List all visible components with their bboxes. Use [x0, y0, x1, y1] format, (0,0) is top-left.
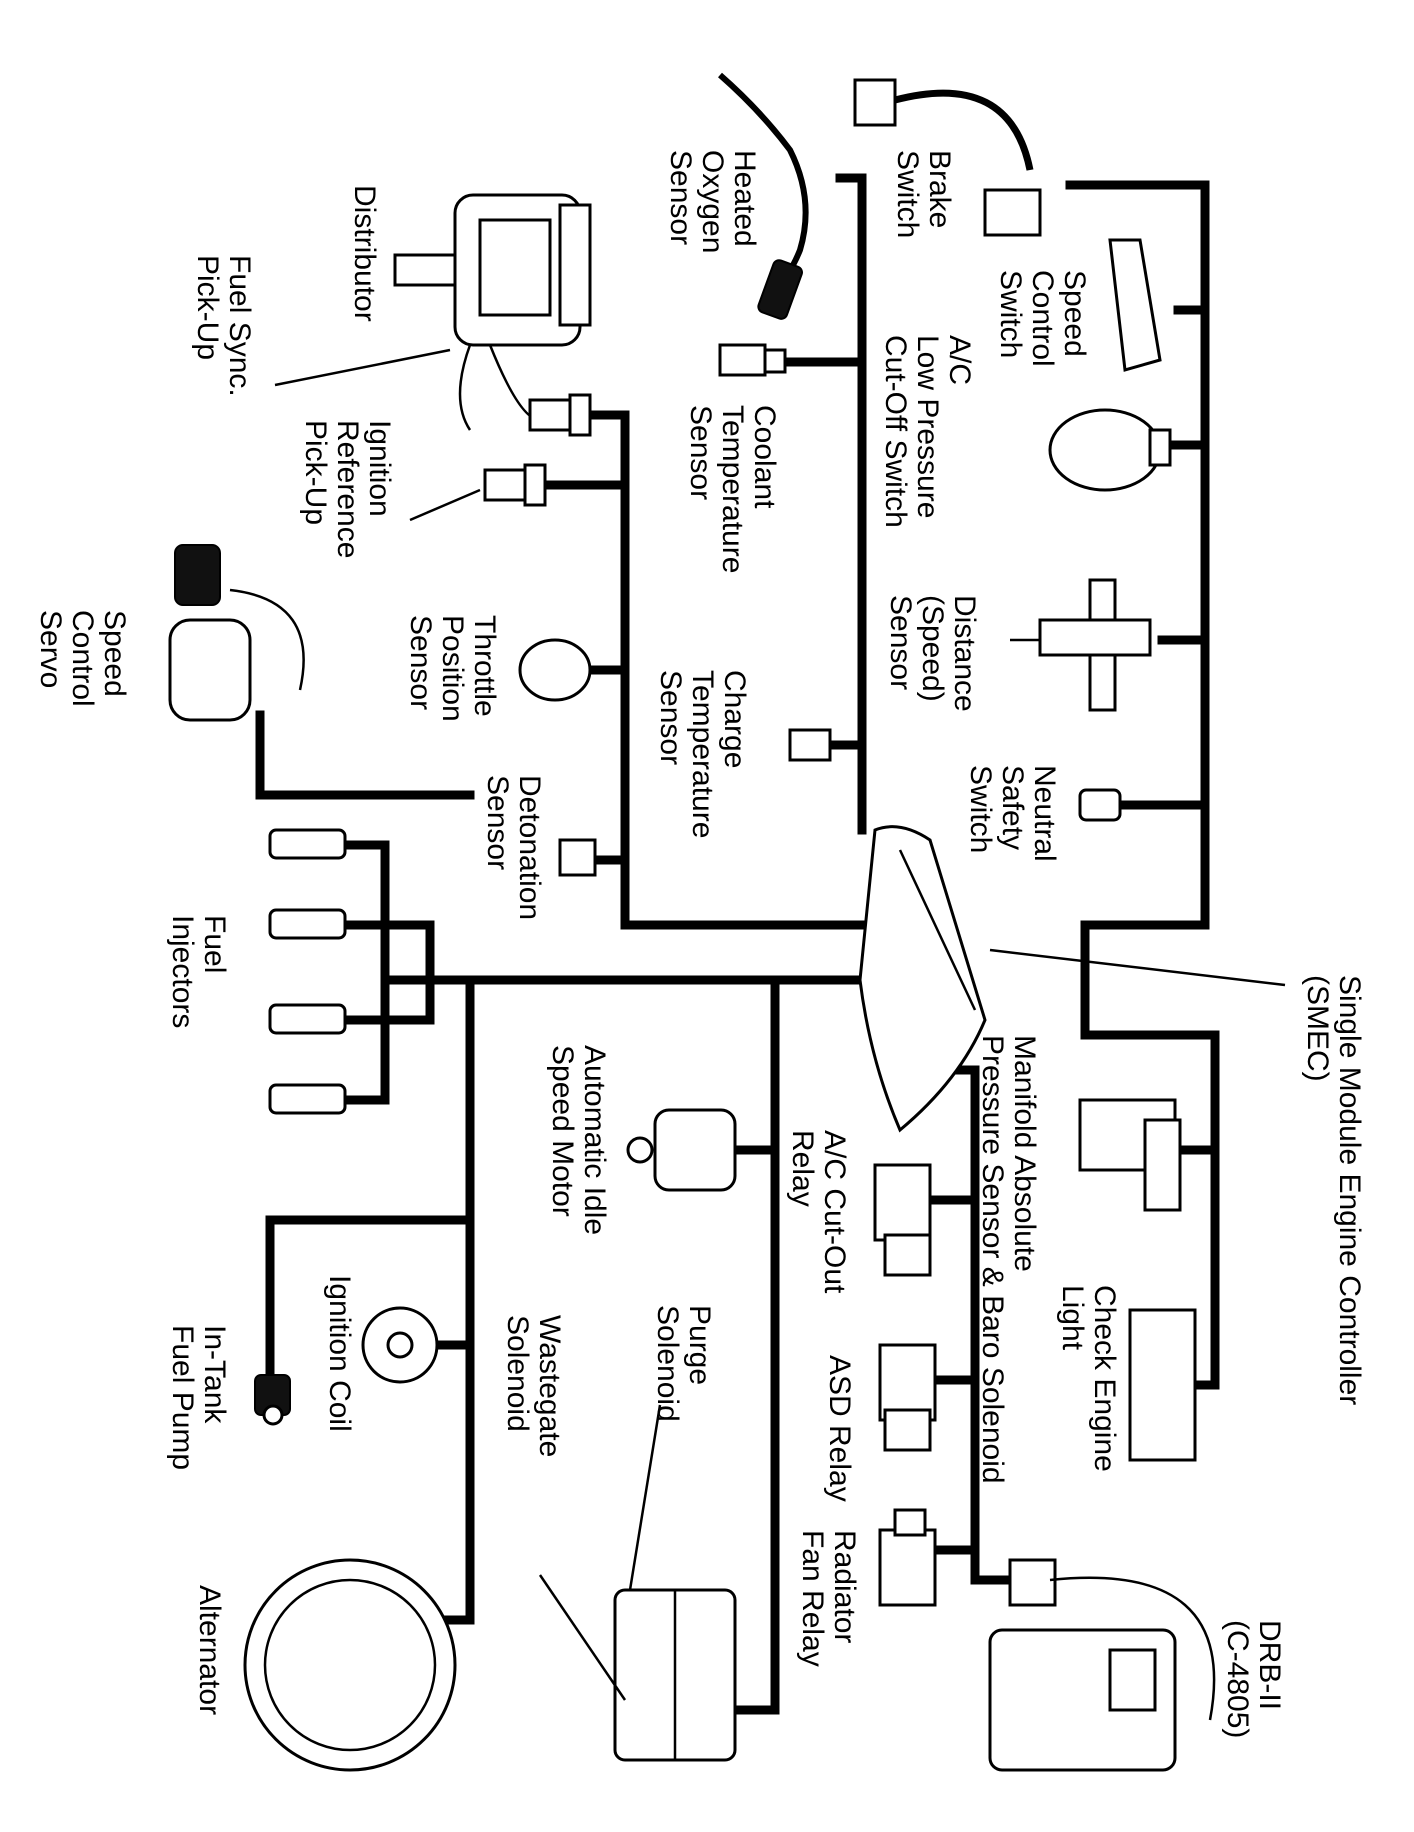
label-manifold-absolute-pressure-sensor: Manifold Absolute Pressure Sensor & Baro…: [976, 1035, 1041, 1484]
label-neutral-safety-switch: Neutral Safety Switch: [964, 765, 1061, 862]
label-automatic-idle-speed-motor: Automatic Idle Speed Motor: [546, 1045, 611, 1236]
label-alternator: Alternator: [193, 1585, 226, 1716]
brake-switch-icon: [853, 78, 1042, 237]
map-sensor-icon: [1078, 1098, 1182, 1212]
label-fuel-injectors: Fuel Injectors: [166, 915, 231, 1029]
charge-temp-sensor-icon: [788, 728, 832, 762]
alternator-icon: [243, 1558, 457, 1772]
label-charge-temperature-sensor: Charge Temperature Sensor: [654, 670, 751, 839]
idle-motor-icon: [626, 1108, 737, 1192]
label-detonation-sensor: Detonation Sensor: [481, 775, 546, 921]
label-radiator-fan-relay: Radiator Fan Relay: [796, 1530, 861, 1667]
ac-pressure-switch-icon: [1048, 408, 1172, 492]
label-speed-control-servo: Speed Control Servo: [34, 610, 131, 707]
label-distance-speed-sensor: Distance (Speed) Sensor: [884, 595, 981, 712]
label-smec: Single Module Engine Controller (SMEC): [1301, 975, 1366, 1406]
speed-control-servo-icon: [168, 544, 305, 722]
leader-arrows: [274, 348, 1286, 1701]
throttle-sensor-icon: [518, 638, 592, 702]
label-ignition-coil: Ignition Coil: [323, 1275, 356, 1432]
ac-cutout-relay-icon: [873, 1163, 932, 1277]
label-ignition-reference-pickup: Ignition Reference Pick-Up: [299, 420, 396, 559]
label-brake-switch: Brake Switch: [891, 150, 956, 239]
purge-wastegate-solenoid-icon: [613, 1588, 737, 1762]
label-wastegate-solenoid: Wastegate Solenoid: [501, 1315, 566, 1458]
wiring-lines: [255, 173, 1220, 1715]
detonation-sensor-icon: [558, 838, 597, 877]
label-in-tank-fuel-pump: In-Tank Fuel Pump: [166, 1325, 231, 1471]
label-coolant-temperature-sensor: Coolant Temperature Sensor: [684, 405, 781, 574]
drb-ii-icon: [988, 1558, 1216, 1772]
label-asd-relay: ASD Relay: [823, 1355, 856, 1502]
speed-control-switch-icon: [1108, 238, 1162, 372]
label-throttle-position-sensor: Throttle Position Sensor: [404, 615, 501, 722]
coolant-sensor-icon: [718, 343, 787, 377]
label-distributor: Distributor: [348, 185, 381, 322]
asd-relay-icon: [878, 1343, 937, 1452]
label-purge-solenoid: Purge Solenoid: [651, 1305, 716, 1422]
label-check-engine-light: Check Engine Light: [1056, 1285, 1121, 1472]
fuel-pump-icon: [254, 1374, 291, 1426]
ignition-coil-icon: [361, 1306, 439, 1384]
fuel-injector-icon: [268, 828, 347, 1115]
label-fuel-sync-pickup: Fuel Sync. Pick-Up: [191, 255, 256, 397]
smec-icon: [858, 825, 987, 1133]
pickup-connector-icon: [483, 393, 592, 507]
label-ac-cutout-relay: A/C Cut-Out Relay: [786, 1130, 851, 1294]
label-drb-ii: DRB-II (C-4805): [1221, 1620, 1286, 1739]
heated-oxygen-sensor-icon: [718, 72, 809, 320]
label-speed-control-switch: Speed Control Switch: [994, 270, 1091, 367]
distance-sensor-icon: [1010, 578, 1152, 712]
label-ac-low-pressure-switch: A/C Low Pressure Cut-Off Switch: [879, 335, 976, 528]
radiator-fan-relay-icon: [878, 1508, 937, 1607]
label-heated-oxygen-sensor: Heated Oxygen Sensor: [664, 150, 761, 254]
distributor-icon: [393, 193, 592, 431]
check-engine-light-icon: [1128, 1308, 1197, 1462]
neutral-switch-icon: [1078, 788, 1122, 822]
